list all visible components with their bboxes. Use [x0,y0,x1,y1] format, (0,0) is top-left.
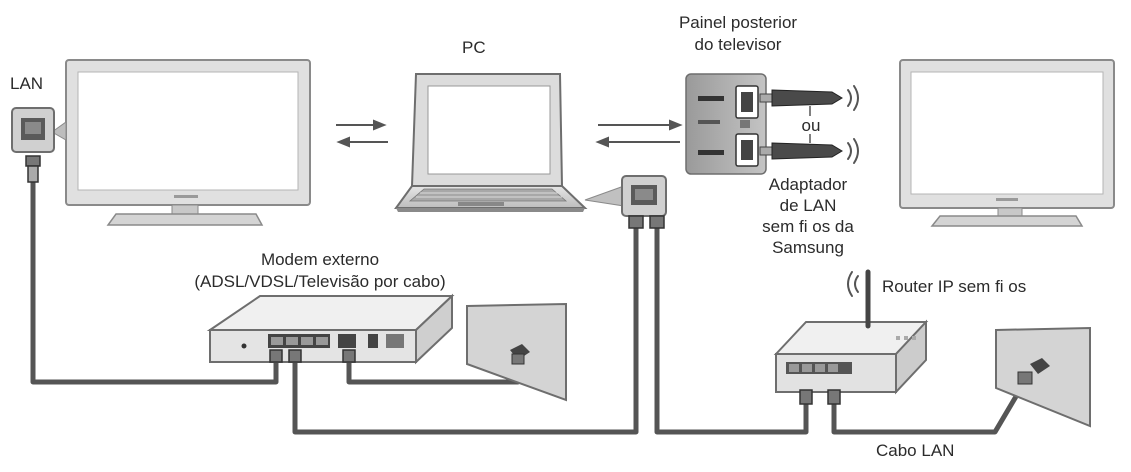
adapter-signal-icons [847,85,859,164]
cable-tv-to-modem [30,177,279,385]
cable-label: Cabo LAN [876,441,955,460]
pc-lan-plugs [628,215,665,229]
wireless-adapter-bottom [759,142,843,160]
or-label: ou [801,116,821,135]
adapter-label-line1: Adaptador [768,175,848,194]
external-modem [206,293,455,365]
left-television [65,59,311,226]
adapter-label-line2: de LAN [779,196,837,215]
router-lan-plugs [799,389,841,405]
pc-laptop [394,73,588,212]
rear-panel-label-line1: Painel posterior [678,13,798,32]
router-signal-icon [847,271,859,297]
cable-pc-to-router [654,226,809,435]
exchange-arrows-tv-pc [336,119,388,148]
pc-label: PC [462,38,486,57]
pc-lan-port [584,175,667,217]
router-label: Router IP sem fi os [882,277,1027,296]
lan-label: LAN [10,74,44,93]
tv-rear-panel [685,73,767,175]
modem-label-line2: (ADSL/VDSL/Televisão por cabo) [194,272,446,291]
wireless-adapter-top [759,89,843,107]
exchange-arrows-pc-panel [595,119,683,148]
wall-outlet-left [466,302,567,402]
modem-lan-plugs [269,349,356,363]
right-television [899,59,1115,227]
cable-router-to-wall [831,386,1024,435]
wall-outlet-right [995,326,1091,428]
wireless-router [773,269,929,395]
adapter-label-line4: Samsung [772,238,844,257]
cable-modem-to-pc [292,226,639,435]
modem-label-line1: Modem externo [260,250,380,269]
adapter-label-line3: sem fi os da [762,217,854,236]
tv-lan-plug [25,155,41,183]
tv-lan-port [11,107,67,153]
rear-panel-label-line2: do televisor [694,35,782,54]
